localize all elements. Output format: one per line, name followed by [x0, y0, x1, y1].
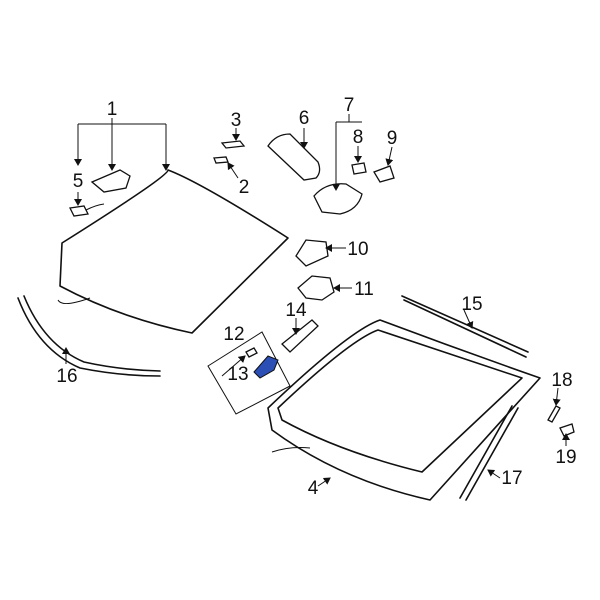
molding-part-16[interactable] [17, 295, 161, 377]
cover-part-3[interactable] [220, 140, 246, 149]
sensor-part-5[interactable] [69, 203, 105, 217]
callout-13: 13 [227, 364, 248, 385]
bracket-part-1[interactable] [90, 169, 131, 193]
callout-3: 3 [231, 110, 242, 131]
cover-part-14[interactable] [281, 319, 319, 353]
callout-4: 4 [308, 478, 319, 499]
callout-18: 18 [551, 370, 572, 391]
windshield-glass-upper[interactable] [57, 169, 289, 334]
molding-part-15[interactable] [401, 295, 529, 358]
callout-10: 10 [347, 239, 368, 260]
callout-16: 16 [56, 366, 77, 387]
callout-2: 2 [239, 177, 250, 198]
mirror-cover-part-7[interactable] [313, 183, 363, 215]
callout-14: 14 [285, 300, 307, 321]
bracket-part-9[interactable] [373, 165, 395, 183]
callout-19: 19 [555, 447, 576, 468]
callout-12: 12 [223, 324, 244, 345]
callout-7: 7 [344, 95, 355, 116]
bracket-part-11[interactable] [297, 275, 335, 301]
windshield-assembly-part-4[interactable] [267, 319, 541, 501]
leader-lines [62, 114, 570, 487]
callout-8: 8 [353, 127, 364, 148]
molding-part-17[interactable] [459, 405, 519, 501]
cover-part-8[interactable] [351, 162, 367, 175]
mirror-part-6[interactable] [267, 133, 321, 181]
sensor-kit-part-12[interactable] [207, 331, 291, 415]
callout-1: 1 [107, 99, 118, 120]
callout-5: 5 [73, 171, 84, 192]
callout-9: 9 [387, 128, 398, 149]
sensor-part-13-highlighted[interactable] [253, 355, 279, 379]
clip-part-19[interactable] [559, 423, 575, 437]
callout-15: 15 [461, 294, 482, 315]
clip-part-18[interactable] [547, 405, 561, 423]
bracket-part-10[interactable] [295, 239, 329, 267]
clip-part-2[interactable] [213, 156, 229, 164]
callout-6: 6 [299, 108, 310, 129]
callout-11: 11 [354, 279, 374, 300]
callout-17: 17 [501, 468, 522, 489]
